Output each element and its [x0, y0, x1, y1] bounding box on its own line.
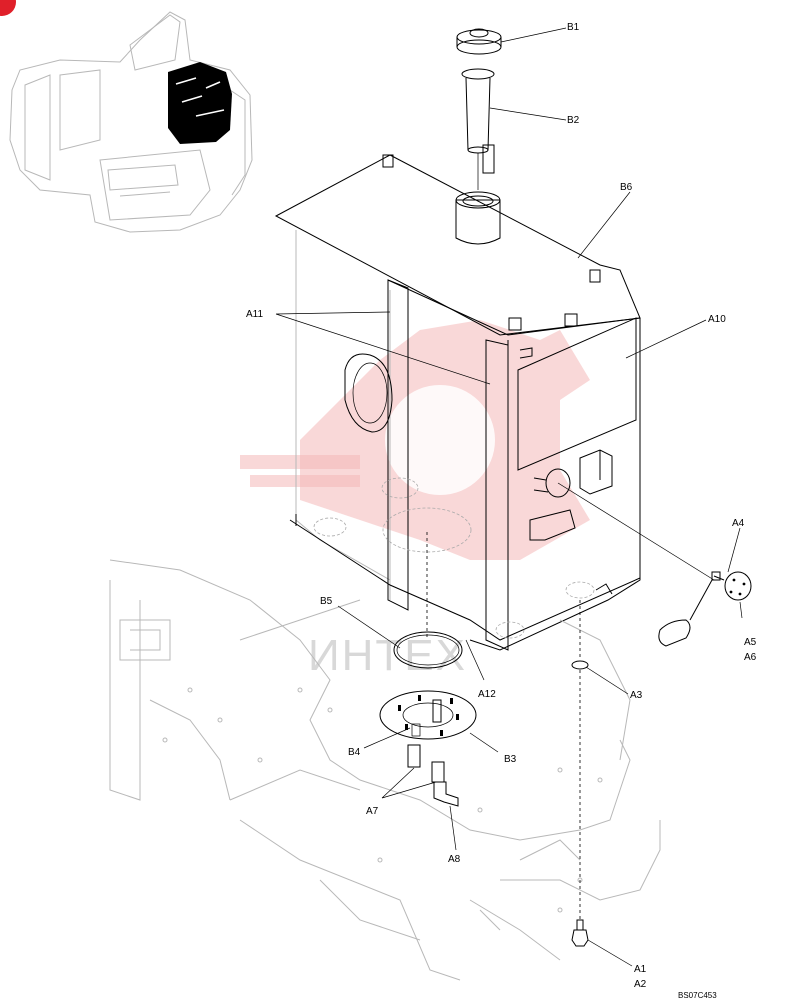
highlighted-tank — [168, 62, 232, 144]
part-b1-filler-cap — [456, 28, 502, 55]
callout-a1: A1 — [634, 964, 647, 975]
callout-a7: A7 — [366, 806, 379, 817]
callout-a4: A4 — [732, 518, 745, 529]
callout-labels: B1 B2 B6 A11 A10 A4 A5 A6 A3 B5 A12 B4 B… — [246, 22, 757, 1000]
part-a3-washer — [571, 660, 589, 670]
callout-b2: B2 — [567, 115, 580, 126]
callout-b6: B6 — [620, 182, 633, 193]
callout-a8: A8 — [448, 854, 461, 865]
drawing-code: BS07C453 — [678, 991, 717, 1000]
machine-frame — [109, 559, 661, 981]
callout-a11: A11 — [246, 309, 263, 320]
part-b5-o-ring — [393, 631, 463, 669]
callout-a5: A5 — [744, 637, 757, 648]
part-b3-flange — [379, 690, 477, 740]
assembly-lines — [426, 482, 715, 920]
part-a1-drain-bolt — [571, 919, 589, 947]
callout-a10: A10 — [708, 314, 726, 325]
machine-overview — [9, 11, 253, 233]
part-fuel-tank-body — [274, 154, 641, 651]
corner-badge — [0, 0, 16, 16]
part-a8-elbow — [433, 781, 459, 807]
callout-a3: A3 — [630, 690, 643, 701]
part-b2-strainer — [461, 68, 495, 190]
callout-b5: B5 — [320, 596, 333, 607]
part-a7-hose-fittings — [407, 744, 445, 783]
part-a4-fuel-gauge — [658, 571, 752, 647]
callout-a12: A12 — [478, 689, 496, 700]
watermark-logo — [240, 320, 590, 560]
callout-a6: A6 — [744, 652, 757, 663]
callout-a2: A2 — [634, 979, 647, 990]
callout-b3: B3 — [504, 754, 517, 765]
leader-lines — [275, 27, 743, 967]
watermark-text: ИНТЕХ — [308, 631, 467, 680]
callout-b1: B1 — [567, 22, 580, 33]
callout-b4: B4 — [348, 747, 361, 758]
